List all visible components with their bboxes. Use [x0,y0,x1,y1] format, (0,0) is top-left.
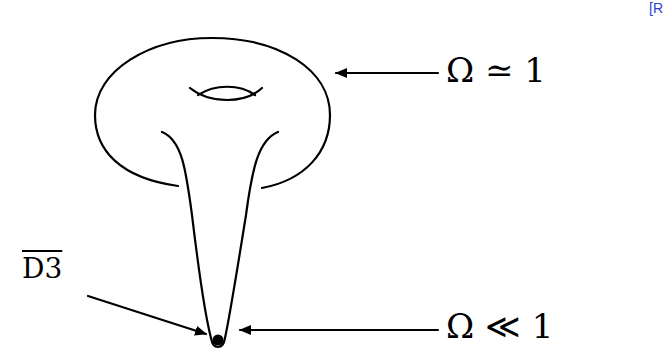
warp-factor-bulk: Ω ≃ 1 [446,50,546,90]
citation-fragment: [R [649,0,663,16]
antibrane-label: D3 [22,252,62,285]
antibrane-dot [213,335,224,346]
throat-right-wall [225,132,278,338]
torus-hole-upper [198,87,255,95]
warp-factor-tip: Ω ≪ 1 [446,306,553,346]
arrow-tip [240,329,438,331]
arrow-bulk [336,72,438,74]
arrow-antibrane [88,296,206,334]
torus-outline [95,38,330,188]
throat-left-wall [162,132,211,338]
